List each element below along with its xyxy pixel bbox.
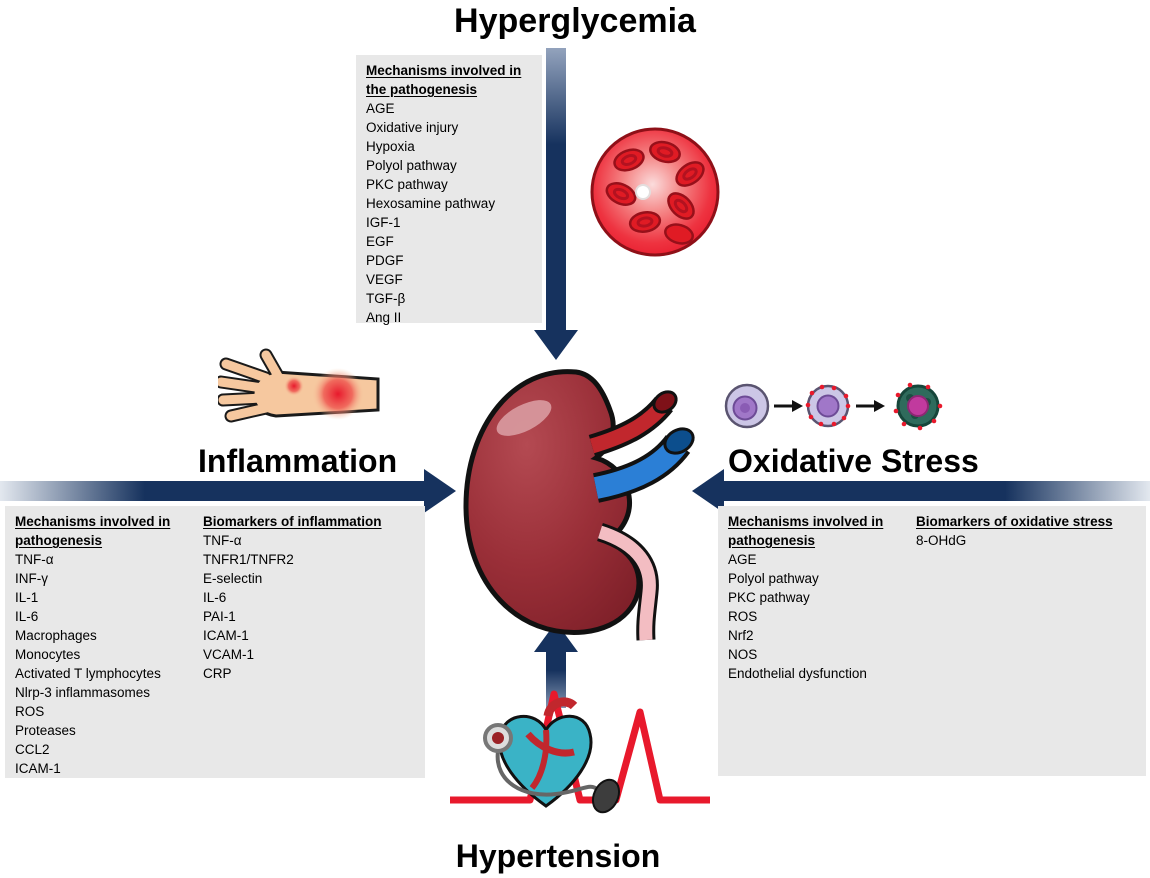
list-item: TNF-α	[203, 533, 242, 548]
inflammation-arrow-shaft	[0, 481, 426, 501]
oxidative-mechanisms-column: Mechanisms involved in pathogenesis AGE P…	[728, 512, 916, 770]
list-item: CRP	[203, 666, 232, 681]
stethoscope-tube	[495, 750, 600, 797]
list-item: Polyol pathway	[366, 158, 457, 173]
list-item: TNFR1/TNFR2	[203, 552, 294, 567]
hyperglycemia-mechanisms-box: Mechanisms involved in the pathogenesis …	[356, 55, 542, 325]
red-blood-cells-icon	[590, 127, 720, 257]
list-item: PKC pathway	[728, 590, 810, 605]
list-item: PAI-1	[203, 609, 236, 624]
hyperglycemia-arrow-shaft	[546, 48, 566, 332]
box-heading: Mechanisms involved in the pathogenesis	[366, 63, 522, 97]
list-item: ICAM-1	[15, 761, 61, 776]
kidney-icon	[463, 369, 695, 641]
list-item: INF-γ	[15, 571, 48, 586]
inflammation-arrow-head	[424, 469, 456, 513]
list-item: Nrf2	[728, 628, 754, 643]
inflammation-mechanisms-column: Mechanisms involved in pathogenesis TNF-…	[15, 512, 203, 776]
oxidative-biomarkers-column: Biomarkers of oxidative stress 8-OHdG	[916, 512, 1136, 770]
list-item: TNF-α	[15, 552, 54, 567]
title-inflammation: Inflammation	[198, 443, 398, 479]
title-hypertension: Hypertension	[455, 838, 661, 874]
biomarkers-list: 8-OHdG	[916, 531, 1136, 550]
heart-blood-pressure-icon	[450, 690, 710, 814]
list-item: ICAM-1	[203, 628, 249, 643]
list-item: Monocytes	[15, 647, 81, 662]
list-item: ROS	[728, 609, 758, 624]
list-item: 8-OHdG	[916, 533, 967, 548]
list-item: AGE	[366, 101, 395, 116]
list-item: EGF	[366, 234, 394, 249]
box-heading: Biomarkers of oxidative stress	[916, 514, 1113, 529]
list-item: IGF-1	[366, 215, 401, 230]
list-item: AGE	[728, 552, 757, 567]
list-item: Endothelial dysfunction	[728, 666, 867, 681]
list-item: Ang II	[366, 310, 402, 325]
list-item: Proteases	[15, 723, 76, 738]
list-item: Activated T lymphocytes	[15, 666, 161, 681]
list-item: Polyol pathway	[728, 571, 819, 586]
list-item: VEGF	[366, 272, 403, 287]
list-item: PDGF	[366, 253, 404, 268]
list-item: Nlrp-3 inflammasomes	[15, 685, 151, 700]
list-item: IL-6	[15, 609, 39, 624]
list-item: IL-1	[15, 590, 39, 605]
ecg-line	[450, 690, 710, 804]
renal-vein	[592, 427, 695, 503]
box-heading: Mechanisms involved in pathogenesis	[728, 514, 884, 548]
list-item: Hypoxia	[366, 139, 415, 154]
list-item: Macrophages	[15, 628, 97, 643]
list-item: NOS	[728, 647, 758, 662]
list-item: ROS	[15, 704, 45, 719]
title-hyperglycemia: Hyperglycemia	[454, 2, 696, 40]
list-item: TGF-β	[366, 291, 406, 306]
oxidative-stress-box: Mechanisms involved in pathogenesis AGE P…	[718, 506, 1146, 776]
list-item: Hexosamine pathway	[366, 196, 496, 211]
oxidative-stress-arrow-head	[692, 469, 724, 513]
list-item: Oxidative injury	[366, 120, 459, 135]
hyperglycemia-arrow-head	[534, 330, 578, 360]
renal-artery	[588, 390, 678, 458]
box-heading: Mechanisms involved in pathogenesis	[15, 514, 171, 548]
list-item: CCL2	[15, 742, 50, 757]
box-heading: Biomarkers of inflammation	[203, 514, 382, 529]
oxidative-stress-arrow-shaft	[724, 481, 1150, 501]
inflamed-arm-icon	[218, 348, 380, 423]
pressure-bulb	[591, 778, 621, 814]
kidney-body	[463, 369, 642, 635]
inflammation-box: Mechanisms involved in pathogenesis TNF-…	[5, 506, 425, 778]
list-item: E-selectin	[203, 571, 263, 586]
list-item: PKC pathway	[366, 177, 448, 192]
ureter	[596, 522, 659, 641]
list-item: IL-6	[203, 590, 227, 605]
cell-oxidation-stages-icon	[724, 382, 943, 431]
title-oxidative-stress: Oxidative Stress	[728, 443, 979, 479]
list-item: VCAM-1	[203, 647, 255, 662]
